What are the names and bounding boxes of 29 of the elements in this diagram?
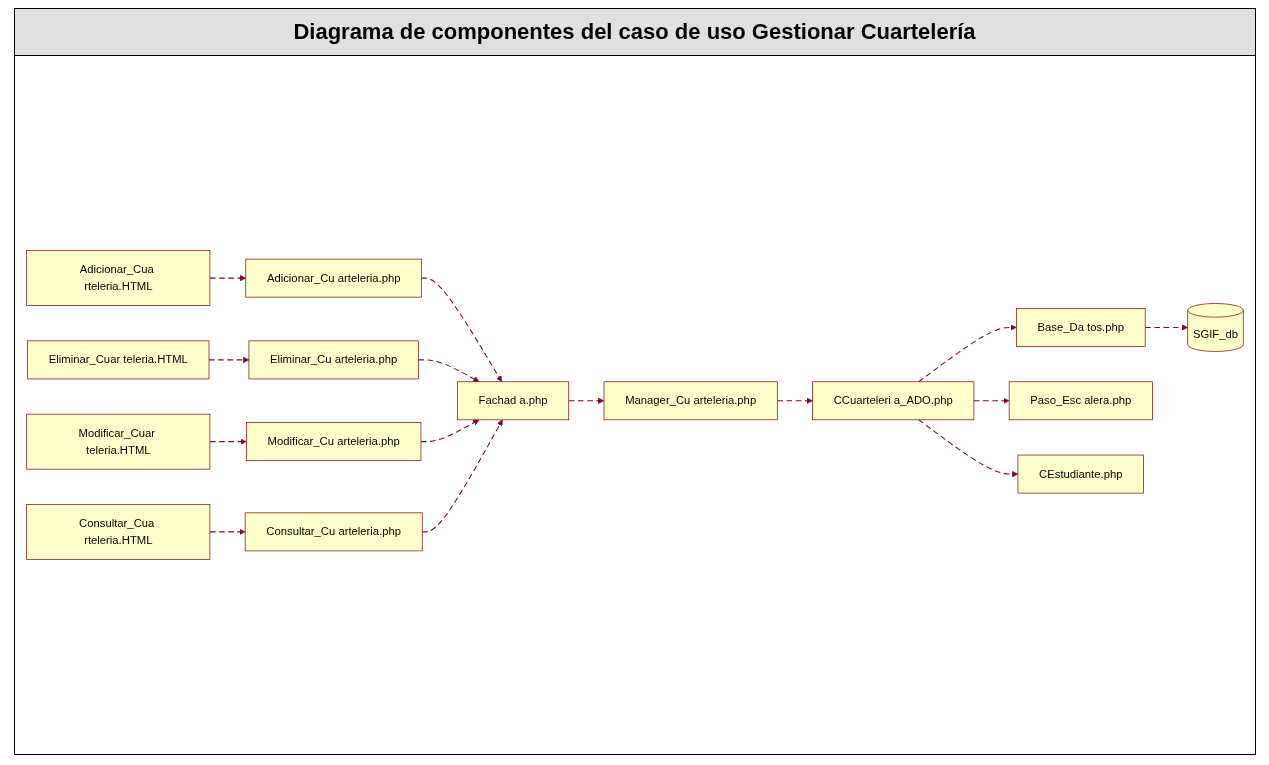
arrow xyxy=(917,324,1017,383)
node-box: Modificar_Cu arteleria.php xyxy=(245,422,421,462)
arrow xyxy=(421,419,503,533)
arrow xyxy=(776,397,813,404)
arrow xyxy=(917,419,1018,478)
arrow xyxy=(208,438,247,445)
node-box: CCuarteleri a_ADO.php xyxy=(811,381,974,421)
node-box: Consultar_Cu arteleria.php xyxy=(244,512,423,552)
node-box: Paso_Esc alera.php xyxy=(1008,381,1153,421)
arrow xyxy=(207,356,249,363)
node-box: Consultar_Cua rteleria.HTML xyxy=(25,504,210,560)
arrow xyxy=(208,275,246,282)
node-box: Modificar_Cuar teleria.HTML xyxy=(25,413,210,470)
title: Diagrama de componentes del caso de uso Gestionar Cuartelería xyxy=(14,9,1255,56)
arrow xyxy=(208,528,245,535)
node-box: Manager_Cu arteleria.php xyxy=(603,381,778,421)
node-box: Base_Da tos.php xyxy=(1015,308,1146,347)
node-box: Adicionar_Cua rteleria.HTML xyxy=(25,250,210,306)
node-box: Fachad a.php xyxy=(456,381,569,421)
arrow xyxy=(419,419,479,443)
arrow xyxy=(972,397,1009,404)
node-box: CEstudiante.php xyxy=(1017,454,1144,494)
arrow xyxy=(567,397,604,404)
arrow xyxy=(417,359,479,382)
arrow xyxy=(1144,324,1188,331)
arrow xyxy=(420,277,502,382)
node-box: Eliminar_Cuar teleria.HTML xyxy=(26,340,209,380)
node-box: Eliminar_Cu arteleria.php xyxy=(248,340,419,380)
node-box: Adicionar_Cu arteleria.php xyxy=(244,258,422,298)
